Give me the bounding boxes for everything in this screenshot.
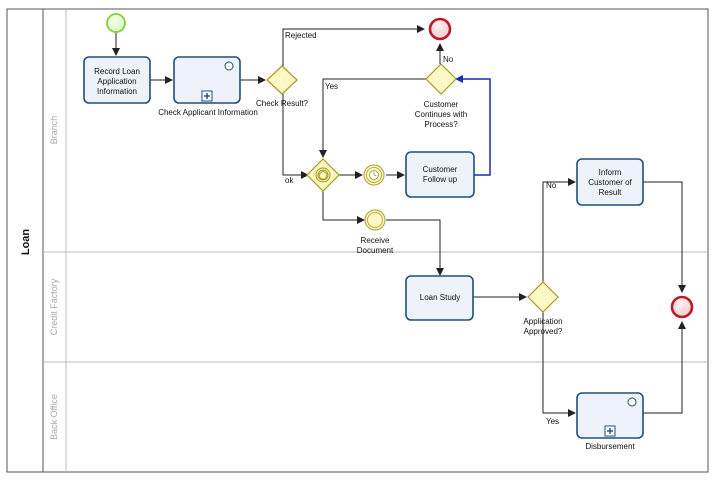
gateway-application-approved-line-2: Approved? (524, 327, 563, 336)
clock-icon (369, 170, 379, 180)
subprocess-expand-icon (604, 425, 616, 437)
intermediate-event-receive-document[interactable]: Receive Document (357, 209, 394, 255)
task-record-loan-line-3: Information (97, 87, 137, 96)
timer-marker-icon (627, 397, 637, 407)
end-event-top[interactable] (428, 17, 452, 41)
gateway-customer-continues[interactable]: Customer Continues with Process? (415, 63, 467, 129)
gateway-check-result[interactable]: Check Result? (256, 65, 309, 108)
task-record-loan-line-2: Application (97, 77, 136, 86)
subprocess-expand-icon (201, 90, 213, 102)
gateway-application-approved[interactable]: Application Approved? (523, 281, 563, 336)
gateway-application-approved-line-1: Application (523, 317, 562, 326)
flow-label-no-approved: No (546, 181, 557, 190)
flow-label-no-continue: No (443, 55, 454, 64)
lanes: Branch Credit Factory Back Office (43, 116, 708, 440)
task-inform-customer-line-1: Inform (599, 168, 622, 177)
sequence-flows (112, 25, 686, 417)
flow-label-yes-continue: Yes (325, 82, 338, 91)
timer-marker-icon (224, 61, 234, 71)
task-check-applicant-label: Check Applicant Information (158, 108, 258, 117)
lane-credit-factory-label: Credit Factory (49, 278, 59, 335)
lane-branch-label: Branch (49, 116, 59, 145)
pool-label: Loan (20, 229, 32, 256)
intermediate-timer-event[interactable] (363, 164, 385, 186)
receive-document-line-1: Receive (361, 236, 390, 245)
gateway-customer-continues-line-2: Continues with (415, 110, 467, 119)
gateway-customer-continues-line-1: Customer (424, 100, 459, 109)
task-check-applicant-information[interactable]: Check Applicant Information (158, 56, 258, 117)
start-event[interactable] (106, 13, 126, 33)
event-based-gateway[interactable] (306, 158, 340, 192)
task-inform-customer-of-result[interactable]: Inform Customer of Result (576, 158, 644, 206)
task-record-loan-application[interactable]: Record Loan Application Information (83, 56, 151, 104)
flow-label-rejected: Rejected (285, 31, 317, 40)
task-loan-study-label: Loan Study (420, 293, 460, 302)
flow-label-ok: ok (285, 176, 294, 185)
lane-back-office-label: Back Office (49, 394, 59, 440)
task-customer-follow-up-line-2: Follow up (423, 175, 458, 184)
task-customer-follow-up-line-1: Customer (423, 165, 458, 174)
gateway-customer-continues-line-3: Process? (424, 120, 458, 129)
task-disbursement-label: Disbursement (585, 442, 635, 451)
task-loan-study[interactable]: Loan Study (405, 275, 474, 321)
task-disbursement[interactable]: Disbursement (576, 392, 644, 451)
flow-label-yes-approved: Yes (546, 417, 559, 426)
gateway-check-result-label: Check Result? (256, 99, 309, 108)
task-inform-customer-line-3: Result (599, 188, 622, 197)
task-inform-customer-line-2: Customer of (588, 178, 632, 187)
receive-document-line-2: Document (357, 246, 394, 255)
end-event-bottom[interactable] (670, 295, 694, 319)
task-record-loan-line-1: Record Loan (94, 67, 140, 76)
task-customer-follow-up[interactable]: Customer Follow up (405, 151, 475, 198)
pentagon-icon (318, 170, 328, 180)
